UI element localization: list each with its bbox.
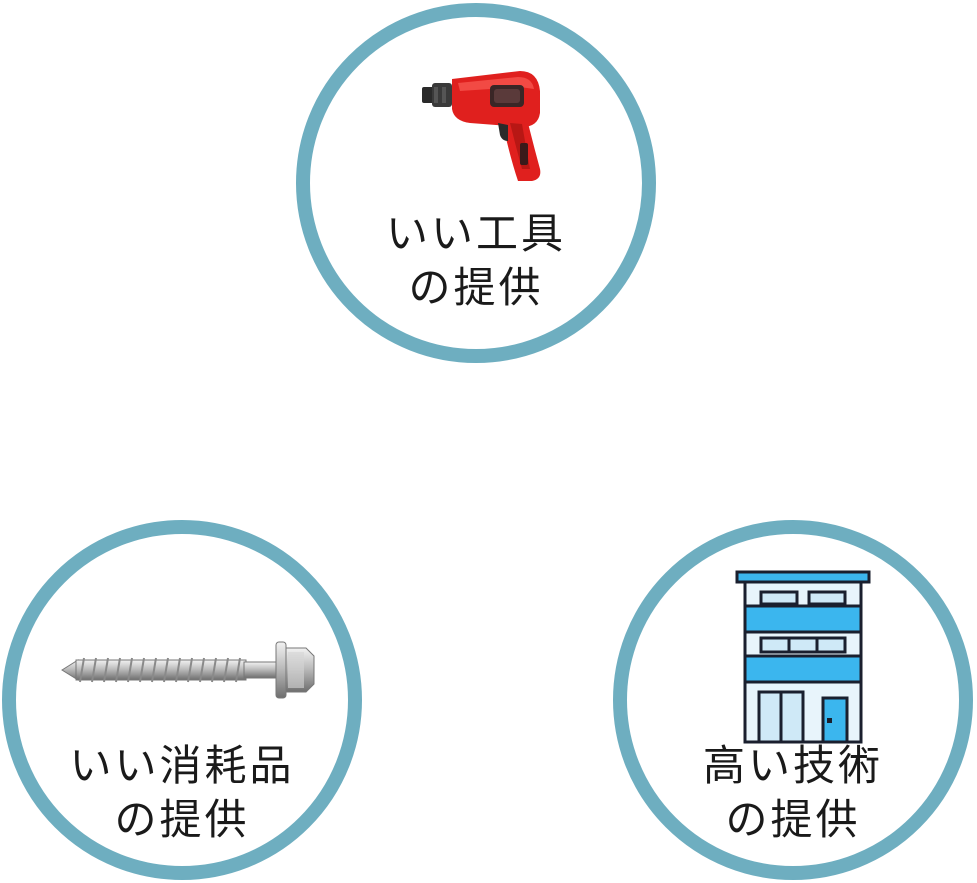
badge-label-line1: いい工具 bbox=[385, 209, 566, 258]
badge-label-line2: の提供 bbox=[725, 795, 861, 844]
badge-tools: いい工具 の提供 bbox=[296, 3, 656, 363]
badge-label: いい消耗品 の提供 bbox=[16, 739, 348, 847]
badge-label-line2: の提供 bbox=[114, 795, 250, 844]
badge-label-line1: 高い技術 bbox=[702, 741, 883, 790]
badge-consumables: いい消耗品 の提供 bbox=[2, 520, 362, 880]
badge-skills: 高い技術 の提供 bbox=[613, 520, 973, 880]
badge-label-line2: の提供 bbox=[408, 263, 544, 312]
badge-label: 高い技術 の提供 bbox=[627, 739, 959, 847]
screw-icon bbox=[61, 641, 315, 699]
badge-label-line1: いい消耗品 bbox=[69, 741, 295, 790]
badge-label: いい工具 の提供 bbox=[310, 207, 642, 315]
building-icon bbox=[735, 570, 871, 744]
power-drill-icon bbox=[422, 71, 541, 181]
